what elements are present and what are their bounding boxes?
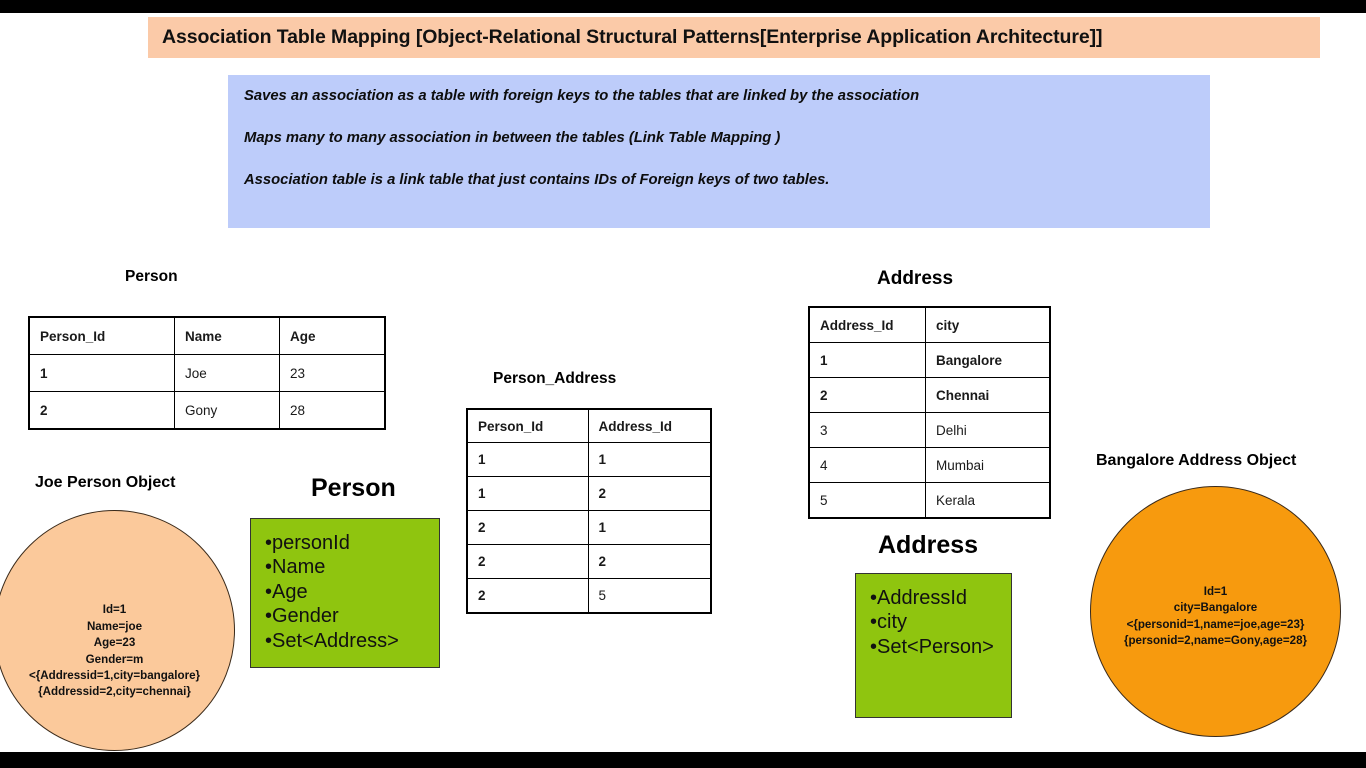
joe-line-id: Id=1	[102, 603, 127, 617]
person-table-caption: Person	[125, 268, 178, 285]
person-col-age: Age	[278, 316, 386, 355]
table-row: 1 2	[466, 476, 712, 511]
page-title: Association Table Mapping [Object-Relati…	[162, 26, 1103, 48]
person-class-item-name: •Name	[265, 556, 326, 579]
person-class-item-personid: •personId	[265, 532, 350, 554]
address-cell-city-1: Bangalore	[924, 342, 1051, 378]
person-cell-id-1: 1	[28, 354, 175, 392]
address-cell-id-4: 4	[808, 447, 926, 483]
table-row: 2 5	[466, 578, 712, 614]
table-header-row: Person_Id Name Age	[28, 316, 386, 355]
table-header-row: Person_Id Address_Id	[466, 408, 712, 443]
bottom-black-band	[0, 752, 1366, 768]
pa-cell-address-id-1: 1	[587, 442, 712, 477]
description-line-3: Association table is a link table that j…	[244, 172, 830, 188]
address-col-address-id: Address_Id	[808, 306, 926, 343]
person-class-caption: Person	[311, 474, 396, 502]
table-row: 2 2	[466, 544, 712, 579]
address-cell-id-3: 3	[808, 412, 926, 448]
person-cell-name-2: Gony	[173, 391, 280, 430]
pa-cell-address-id-2: 2	[587, 476, 712, 511]
table-row: 4 Mumbai	[808, 447, 1051, 483]
pa-cell-person-id-1: 1	[466, 442, 589, 477]
person-cell-age-1: 23	[278, 354, 386, 392]
pa-col-person-id: Person_Id	[466, 408, 589, 443]
slide-title-bar: Association Table Mapping [Object-Relati…	[148, 17, 1320, 58]
joe-line-gender: Gender=m	[85, 652, 144, 666]
description-panel: Saves an association as a table with for…	[228, 75, 1210, 228]
table-row: 1 1	[466, 442, 712, 477]
person-cell-id-2: 2	[28, 391, 175, 430]
bangalore-line-person-1: <{personid=1,name=joe,age=23}	[1126, 617, 1305, 631]
table-row: 1 Bangalore	[808, 342, 1051, 378]
address-table: Address_Id city 1 Bangalore 2 Chennai 3 …	[808, 306, 1051, 519]
joe-line-address-2: {Addressid=2,city=chennai}	[38, 685, 191, 699]
person-class-item-set-address: •Set<Address>	[265, 629, 399, 652]
address-class-item-set-person: •Set<Person>	[870, 635, 994, 658]
pa-cell-person-id-3: 2	[466, 510, 589, 545]
address-col-city: city	[924, 306, 1051, 343]
joe-person-object-circle: Id=1 Name=joe Age=23 Gender=m <{Addressi…	[0, 510, 235, 751]
person-class-item-gender: •Gender	[265, 605, 339, 628]
address-cell-city-3: Delhi	[924, 412, 1051, 448]
joe-person-object-body: Id=1 Name=joe Age=23 Gender=m <{Addressi…	[29, 602, 200, 701]
address-class-caption: Address	[878, 531, 979, 559]
pa-cell-person-id-4: 2	[466, 544, 589, 579]
table-row: 2 1	[466, 510, 712, 545]
person-class-box: •personId •Name •Age •Gender •Set<Addres…	[250, 518, 440, 668]
person-col-name: Name	[173, 316, 280, 355]
pa-cell-person-id-5: 2	[466, 578, 589, 614]
joe-person-object-caption: Joe Person Object	[35, 474, 176, 491]
table-header-row: Address_Id city	[808, 306, 1051, 343]
person-col-person-id: Person_Id	[28, 316, 175, 355]
pa-col-address-id: Address_Id	[587, 408, 712, 443]
bangalore-address-object-caption: Bangalore Address Object	[1096, 452, 1297, 469]
address-class-item-addressid: •AddressId	[870, 587, 968, 609]
address-cell-id-2: 2	[808, 377, 926, 413]
person-class-item-age: •Age	[265, 580, 308, 603]
table-row: 2 Gony 28	[28, 391, 386, 430]
address-class-item-city: •city	[870, 611, 908, 634]
table-row: 1 Joe 23	[28, 354, 386, 392]
joe-line-age: Age=23	[93, 636, 136, 650]
bangalore-address-object-circle: Id=1 city=Bangalore <{personid=1,name=jo…	[1090, 486, 1341, 737]
joe-line-address-1: <{Addressid=1,city=bangalore}	[28, 668, 201, 682]
pa-cell-address-id-5: 5	[587, 578, 712, 614]
description-line-2: Maps many to many association in between…	[244, 130, 781, 146]
address-class-box: •AddressId •city •Set<Person>	[855, 573, 1012, 718]
table-row: 2 Chennai	[808, 377, 1051, 413]
address-cell-id-1: 1	[808, 342, 926, 378]
address-cell-city-2: Chennai	[924, 377, 1051, 413]
pa-cell-person-id-2: 1	[466, 476, 589, 511]
address-cell-id-5: 5	[808, 482, 926, 519]
bangalore-line-city: city=Bangalore	[1173, 601, 1258, 615]
address-cell-city-5: Kerala	[924, 482, 1051, 519]
person-address-table: Person_Id Address_Id 1 1 1 2 2 1 2 2 2 5	[466, 408, 712, 614]
description-line-1: Saves an association as a table with for…	[244, 88, 920, 104]
pa-cell-address-id-4: 2	[587, 544, 712, 579]
table-row: 3 Delhi	[808, 412, 1051, 448]
person-cell-age-2: 28	[278, 391, 386, 430]
joe-line-name: Name=joe	[86, 619, 143, 633]
address-cell-city-4: Mumbai	[924, 447, 1051, 483]
address-table-caption: Address	[877, 268, 954, 289]
bangalore-line-id: Id=1	[1203, 584, 1228, 598]
top-black-band	[0, 0, 1366, 13]
bangalore-line-person-2: {personid=2,name=Gony,age=28}	[1123, 633, 1308, 647]
person-cell-name-1: Joe	[173, 354, 280, 392]
person-table: Person_Id Name Age 1 Joe 23 2 Gony 28	[28, 316, 386, 430]
table-row: 5 Kerala	[808, 482, 1051, 519]
pa-cell-address-id-3: 1	[587, 510, 712, 545]
person-address-table-caption: Person_Address	[493, 370, 617, 387]
bangalore-address-object-body: Id=1 city=Bangalore <{personid=1,name=jo…	[1124, 584, 1307, 650]
